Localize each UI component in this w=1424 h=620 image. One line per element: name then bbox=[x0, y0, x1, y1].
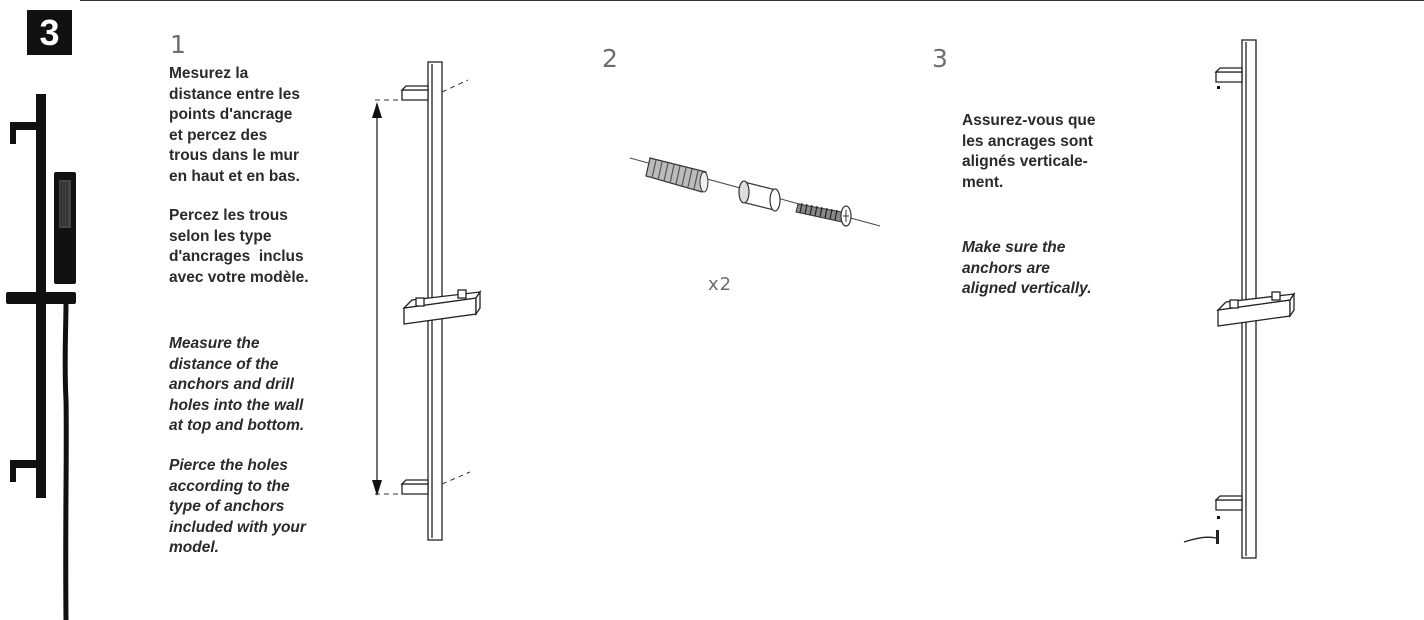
wall-plug-icon bbox=[645, 157, 709, 193]
step3-fr-text: Assurez-vous que les ancrages sont align… bbox=[962, 112, 1096, 191]
screw-icon bbox=[795, 202, 852, 227]
top-rule bbox=[80, 0, 1424, 1]
step1-number: 1 bbox=[170, 30, 186, 59]
step1-fr-measure-text: Mesurez la distance entre les points d'a… bbox=[169, 65, 300, 185]
step2-number: 2 bbox=[602, 44, 618, 73]
step3-number: 3 bbox=[932, 44, 948, 73]
step1-fr-pierce-text: Percez les trous selon les type d'ancrag… bbox=[169, 207, 309, 286]
step3-en-text: Make sure the anchors are aligned vertic… bbox=[962, 239, 1092, 298]
hex-key-icon bbox=[1183, 530, 1219, 544]
step1-en-pierce-text: Pierce the holes according to the type o… bbox=[169, 457, 306, 557]
step-badge: 3 bbox=[27, 10, 72, 55]
step2-quantity: x2 bbox=[708, 274, 733, 295]
sleeve-icon bbox=[738, 180, 781, 212]
step1-en-measure-text: Measure the distance of the anchors and … bbox=[169, 335, 305, 435]
